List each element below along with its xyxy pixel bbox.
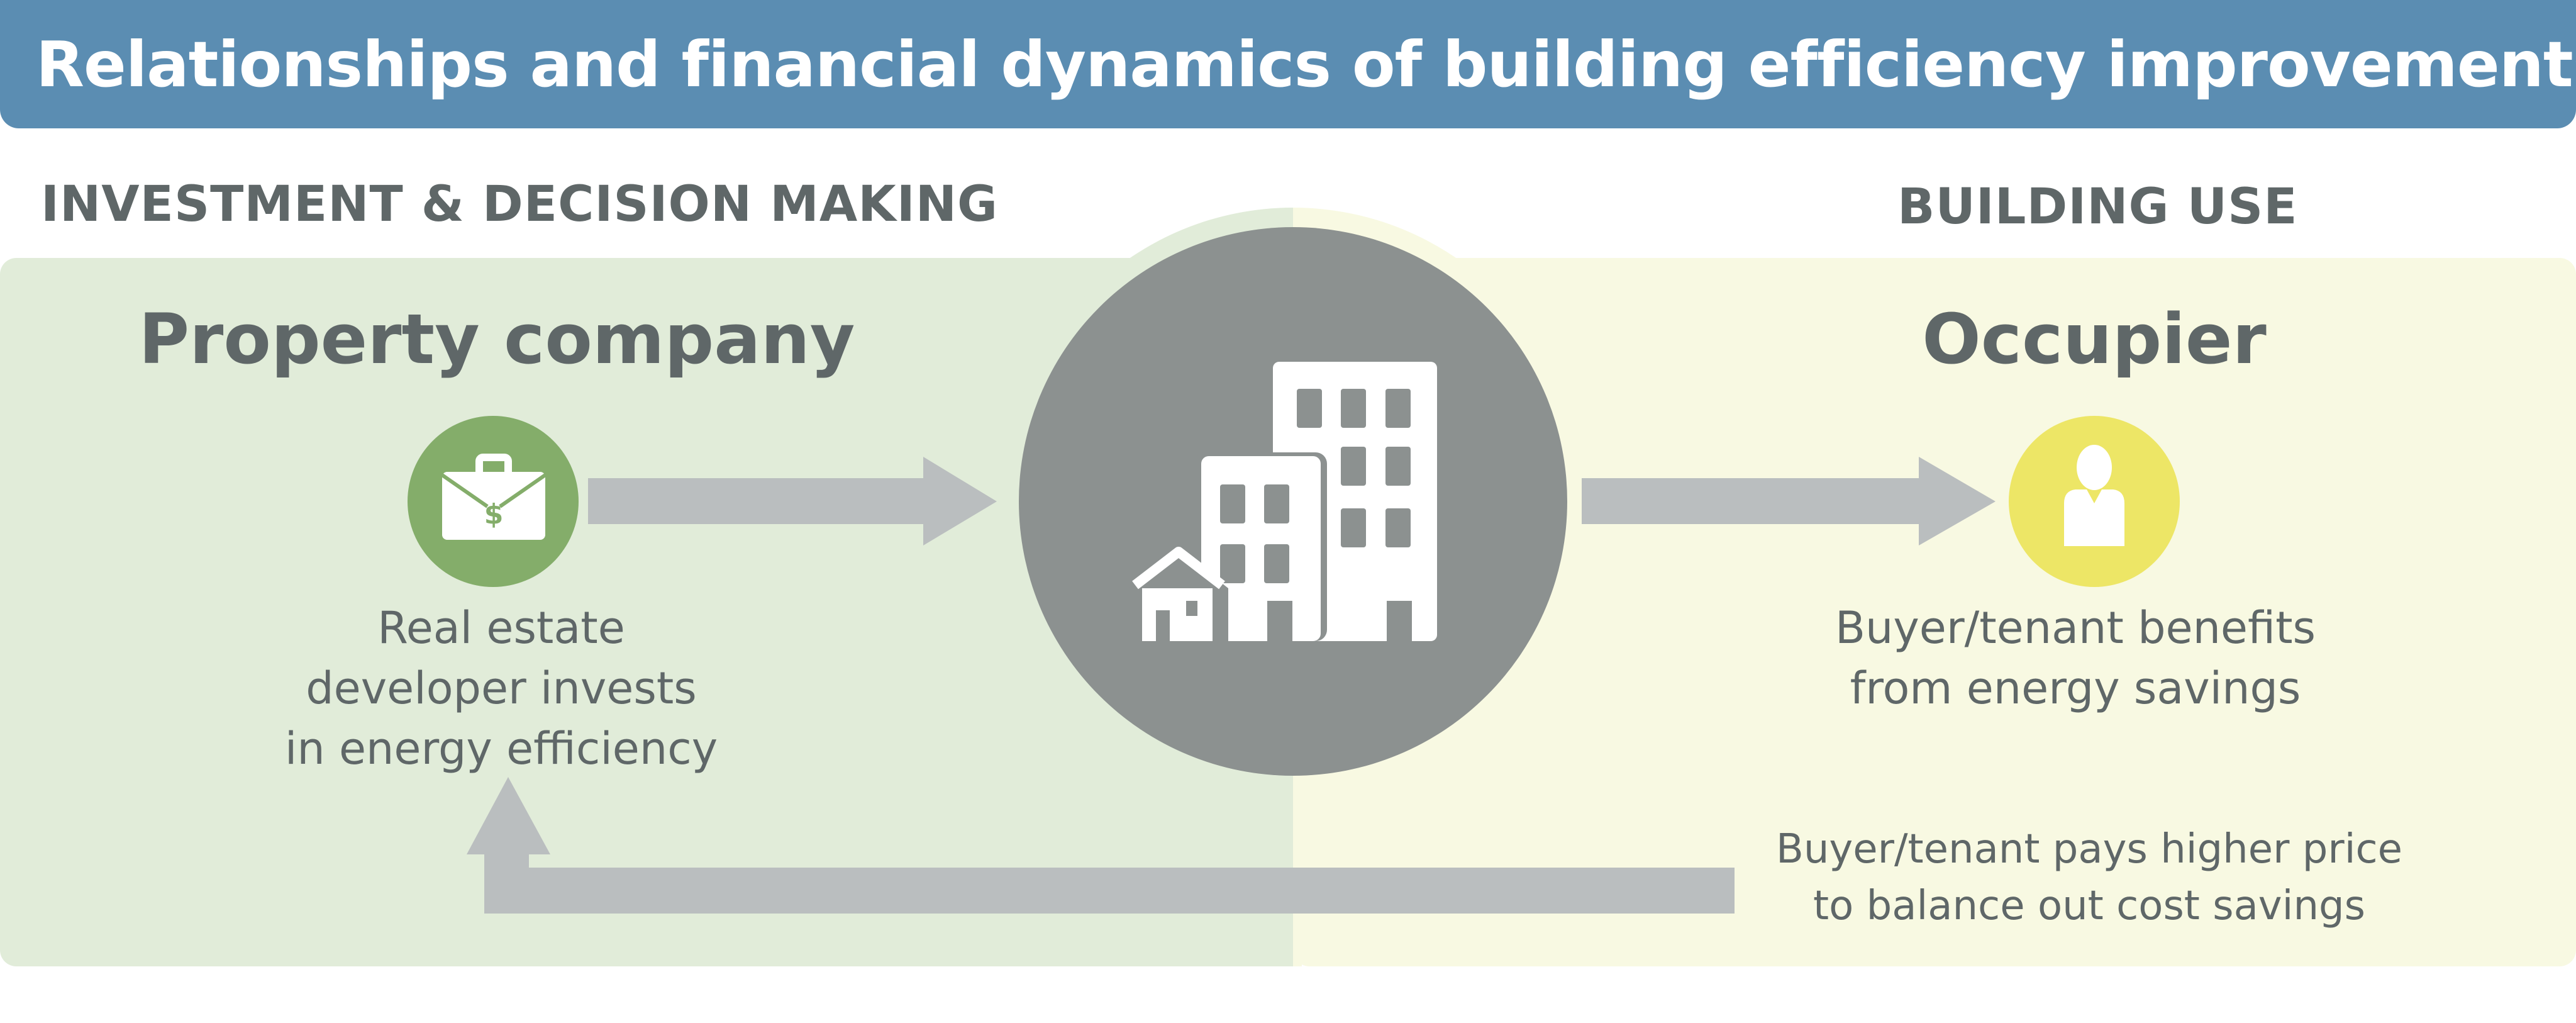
buildings-icon <box>1129 362 1437 641</box>
feedback-description: Buyer/tenant pays higher price to balanc… <box>1776 821 2402 934</box>
section-label-building-use: BUILDING USE <box>1897 179 2298 235</box>
arrow-feedback-to-developer <box>467 777 1735 914</box>
briefcase-dollar-icon: $ <box>441 454 547 540</box>
right-panel-bg <box>1293 258 2576 966</box>
diagram-title: Relationships and financial dynamics of … <box>36 28 2576 101</box>
description-line: Buyer/tenant benefits <box>1835 602 2316 654</box>
occupier-heading: Occupier <box>1922 299 2267 379</box>
property-company-heading: Property company <box>138 299 855 379</box>
svg-text:$: $ <box>484 498 504 530</box>
arrow-to-occupier <box>1582 457 1996 545</box>
arrow-to-building <box>588 457 997 545</box>
description-line: from energy savings <box>1850 662 2301 714</box>
title-bar <box>0 0 2576 128</box>
description-line: developer invests <box>306 662 697 714</box>
occupier-description: Buyer/tenant benefits from energy saving… <box>1835 598 2316 718</box>
left-panel-bg <box>0 258 1302 966</box>
occupier-icon-circle <box>2009 416 2180 587</box>
developer-description: Real estate developer invests in energy … <box>285 598 718 779</box>
description-line: Real estate <box>377 602 625 654</box>
person-icon <box>2064 445 2124 546</box>
description-line: to balance out cost savings <box>1813 883 2365 929</box>
description-line: Buyer/tenant pays higher price <box>1775 826 2403 873</box>
description-line: in energy efficiency <box>284 723 718 774</box>
section-label-investment: INVESTMENT & DECISION MAKING <box>41 176 999 233</box>
